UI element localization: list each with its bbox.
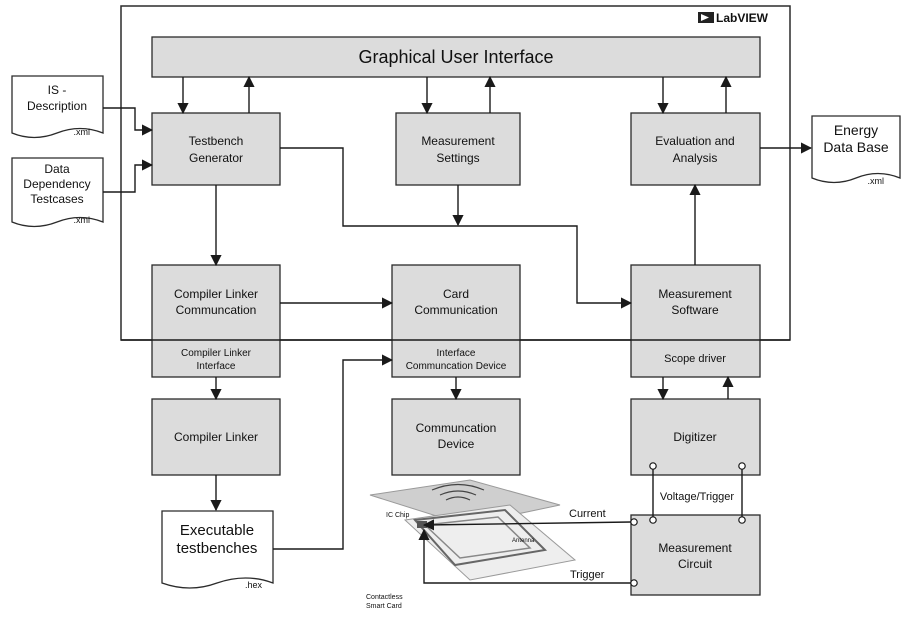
testbench-generator-block — [151, 112, 281, 186]
smart-card-caption-1: Contactless — [366, 594, 403, 601]
energy-db-ext: .xml — [868, 176, 885, 186]
executable-label-2: testbenches — [177, 540, 258, 557]
interface-communication-device-label-1: Interface — [437, 348, 476, 359]
is-description-document: IS - Description .xml — [11, 75, 104, 139]
gui-label: Graphical User Interface — [358, 47, 553, 67]
arrow-is-description-to-testbench — [103, 107, 154, 136]
is-description-ext: .xml — [74, 127, 91, 137]
testbench-generator-label-1: Testbench — [189, 134, 244, 148]
compiler-linker-communication-label-1: Compiler Linker — [174, 287, 258, 301]
card-communication-label-1: Card — [443, 287, 469, 301]
evaluation-analysis-label-2: Analysis — [673, 151, 718, 165]
smart-card-illustration — [369, 479, 577, 581]
trigger-label: Trigger — [570, 569, 605, 581]
card-communication-label-2: Communication — [414, 303, 497, 317]
energy-db-label-2: Data Base — [823, 139, 889, 155]
trigger-line — [418, 528, 631, 584]
card-communication-block — [391, 264, 521, 378]
measurement-circuit-block — [630, 514, 761, 596]
trigger-terminal — [630, 579, 638, 587]
measurement-settings-block — [395, 112, 521, 186]
measurement-circuit-label-1: Measurement — [658, 541, 732, 555]
testbench-generator-label-2: Generator — [189, 151, 243, 165]
arrow-data-dependency-to-testbench — [103, 159, 154, 193]
is-description-label-1: IS - — [48, 83, 67, 97]
executable-testbenches-document: Executable testbenches .hex — [161, 510, 274, 590]
compiler-linker-block — [151, 398, 281, 476]
data-dependency-ext: .xml — [74, 215, 91, 225]
labview-logo-text: LabVIEW — [716, 11, 769, 25]
scope-driver-label: Scope driver — [664, 353, 726, 365]
executable-ext: .hex — [245, 580, 263, 590]
voltage-trigger-connection — [649, 462, 746, 524]
gui-block — [151, 36, 761, 78]
measurement-software-label-1: Measurement — [658, 287, 732, 301]
digitizer-label: Digitizer — [673, 430, 716, 444]
data-dependency-label-2: Dependency — [23, 177, 90, 191]
interface-communication-device-label-2: Communcation Device — [406, 361, 507, 372]
antenna-label: Antenna — [512, 538, 535, 544]
executable-label-1: Executable — [180, 522, 254, 539]
data-dependency-label-1: Data — [44, 162, 70, 176]
current-terminal — [630, 518, 638, 526]
measurement-software-block — [630, 264, 761, 378]
current-label: Current — [569, 508, 606, 520]
voltage-trigger-label: Voltage/Trigger — [660, 491, 735, 503]
compiler-linker-communication-label-2: Communcation — [176, 303, 257, 317]
arrow-executables-to-interface-comm — [273, 354, 394, 550]
compiler-linker-interface-label-2: Interface — [197, 361, 236, 372]
smart-card-caption-2: Smart Card — [366, 603, 402, 610]
communication-device-block — [391, 398, 521, 476]
labview-logo: LabVIEW — [698, 11, 769, 25]
ic-chip-label: IC Chip — [386, 512, 409, 519]
compiler-linker-interface-label-1: Compiler Linker — [181, 348, 252, 359]
evaluation-analysis-label-1: Evaluation and — [655, 134, 734, 148]
measurement-settings-label-1: Measurement — [421, 134, 495, 148]
measurement-software-label-2: Software — [671, 303, 719, 317]
communication-device-label-1: Communcation — [416, 421, 497, 435]
evaluation-analysis-block — [630, 112, 761, 186]
measurement-circuit-label-2: Circuit — [678, 557, 713, 571]
energy-db-label-1: Energy — [834, 122, 878, 138]
is-description-label-2: Description — [27, 99, 87, 113]
energy-data-base-document: Energy Data Base .xml — [811, 115, 901, 186]
communication-device-label-2: Device — [438, 437, 475, 451]
data-dependency-label-3: Testcases — [30, 192, 83, 206]
data-dependency-document: Data Dependency Testcases .xml — [11, 157, 104, 228]
measurement-settings-label-2: Settings — [436, 151, 479, 165]
compiler-linker-label: Compiler Linker — [174, 430, 258, 444]
current-line — [422, 519, 632, 531]
